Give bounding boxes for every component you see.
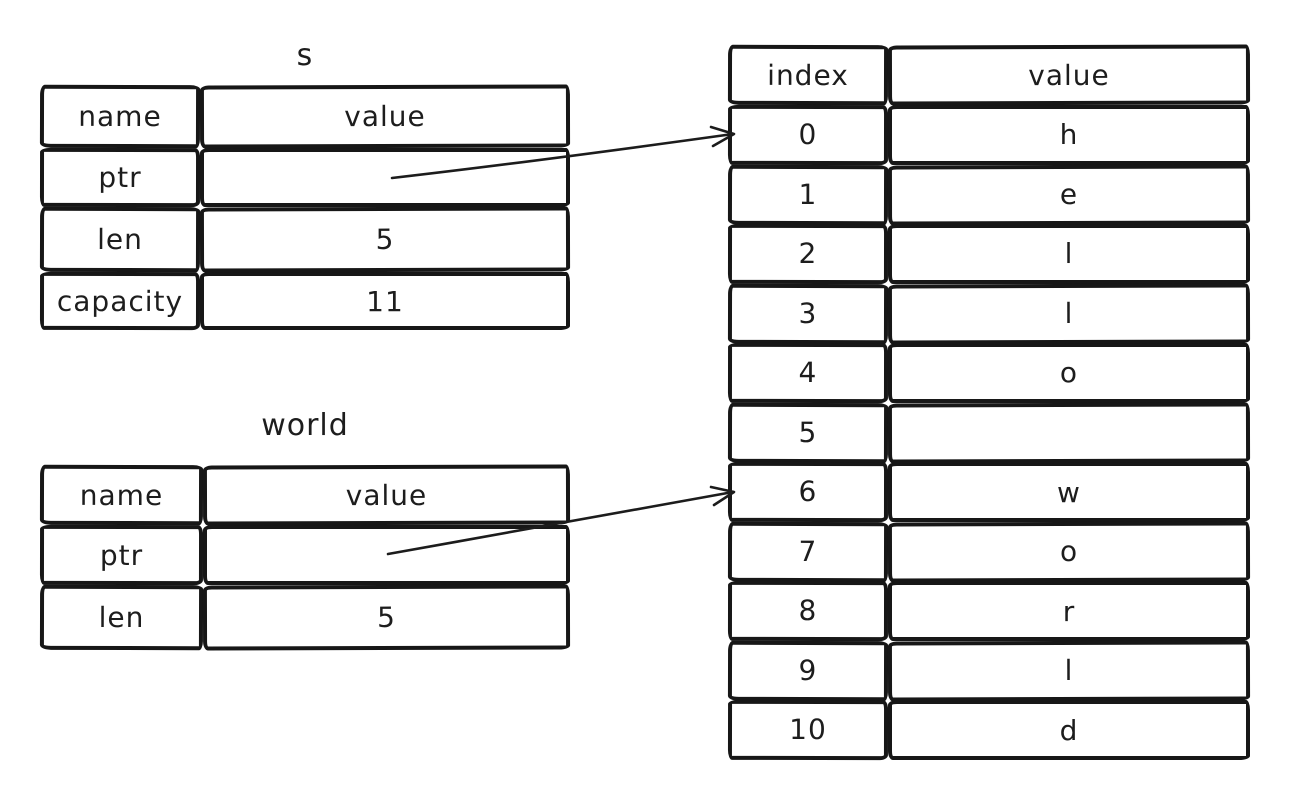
s-len-value: 5 <box>199 206 571 273</box>
s-ptr-name: ptr <box>39 147 201 208</box>
s-header-name: name <box>39 84 201 149</box>
heap-index-10: 10 <box>727 700 889 761</box>
heap-value-6: w <box>888 462 1250 522</box>
heap-header-value: value <box>887 44 1251 106</box>
heap-value-1: e <box>887 164 1251 225</box>
heap-index-4: 4 <box>727 343 889 403</box>
heap-value-4: o <box>888 343 1250 403</box>
heap-index-2: 2 <box>727 223 889 284</box>
heap-value-8: r <box>888 581 1250 641</box>
heap-index-3: 3 <box>727 283 889 344</box>
heap-index-1: 1 <box>727 164 889 225</box>
s-header-value: value <box>199 84 571 149</box>
s-capacity-name: capacity <box>39 271 201 331</box>
s-len-name: len <box>39 206 201 273</box>
heap-index-5: 5 <box>727 402 889 463</box>
world-header-name: name <box>39 464 204 526</box>
heap-index-0: 0 <box>727 104 889 165</box>
heap-index-8: 8 <box>727 581 889 642</box>
world-struct-table: name value ptr len 5 <box>39 464 571 651</box>
s-struct-table: name value ptr len 5 capacity 11 <box>39 84 571 331</box>
world-ptr-value <box>203 525 570 585</box>
heap-value-0: h <box>888 105 1250 165</box>
heap-value-2: l <box>888 224 1250 284</box>
heap-index-6: 6 <box>727 462 889 522</box>
world-header-value: value <box>202 464 571 526</box>
heap-index-7: 7 <box>727 521 889 582</box>
world-len-value: 5 <box>202 584 571 651</box>
s-ptr-value <box>200 148 570 207</box>
heap-header-index: index <box>727 44 889 106</box>
heap-value-3: l <box>887 283 1251 344</box>
s-capacity-value: 11 <box>200 272 570 330</box>
world-ptr-name: ptr <box>39 524 204 586</box>
heap-value-9: l <box>887 640 1251 701</box>
heap-memory-table: index value 0 h 1 e 2 l 3 l 4 o 5 6 w 7 … <box>727 44 1251 761</box>
world-table-title: world <box>261 408 349 443</box>
heap-value-7: o <box>887 521 1251 582</box>
s-table-title: s <box>296 38 314 73</box>
heap-index-9: 9 <box>727 640 889 701</box>
heap-value-10: d <box>888 700 1250 760</box>
world-len-name: len <box>39 584 204 651</box>
heap-value-5 <box>887 402 1251 463</box>
